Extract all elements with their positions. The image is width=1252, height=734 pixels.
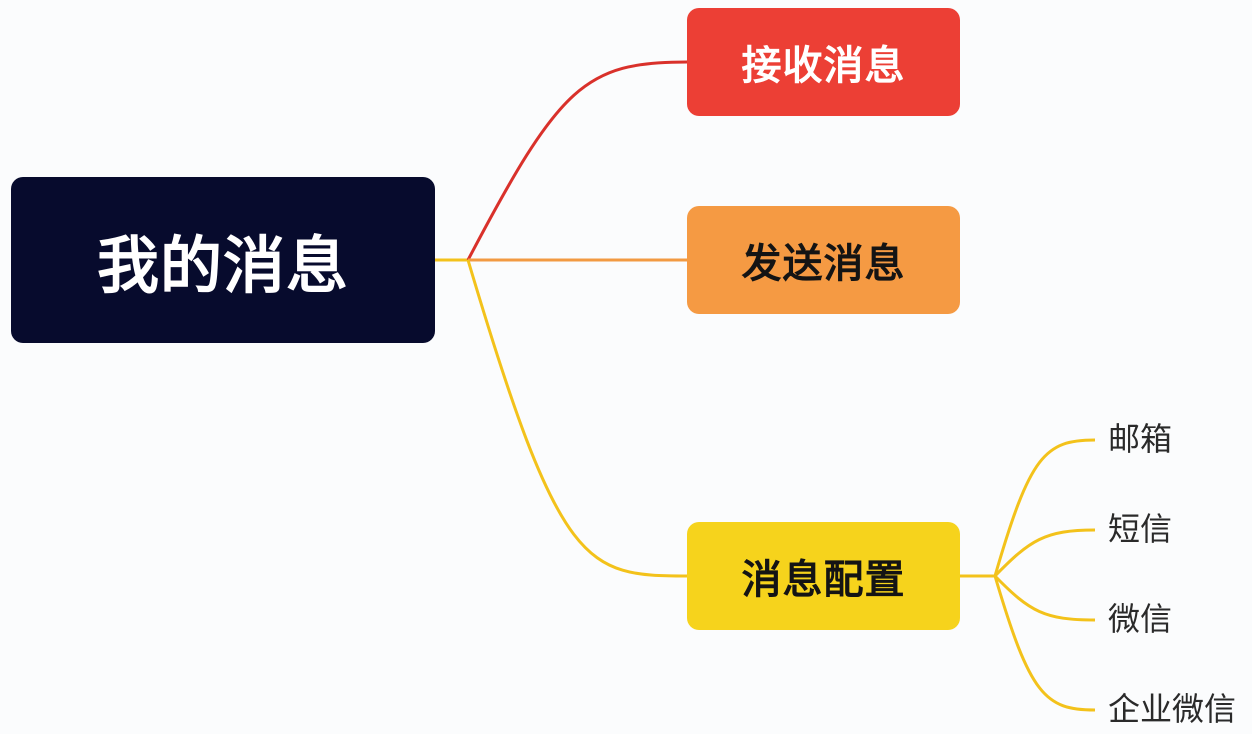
edge-wechat: [993, 574, 1096, 622]
leaf-sms: 短信: [1108, 510, 1173, 548]
root-node-label: 我的消息: [96, 229, 349, 302]
edge-email: [993, 438, 1096, 577]
root-node: 我的消息: [11, 177, 435, 343]
leaf-email: 邮箱: [1108, 420, 1173, 458]
edge-sms: [993, 528, 1096, 578]
edge-config: [466, 259, 688, 578]
branch-send-node: 发送消息: [687, 206, 960, 314]
branch-config-label: 消息配置: [741, 557, 906, 603]
edge-receive: [466, 60, 688, 261]
leaf-wecom: 企业微信: [1108, 690, 1237, 728]
edge-wecom: [993, 575, 1096, 712]
branch-receive-node: 接收消息: [687, 8, 960, 116]
branch-send-label: 发送消息: [741, 241, 906, 287]
branch-config-node: 消息配置: [687, 522, 960, 630]
branch-receive-label: 接收消息: [741, 43, 906, 89]
leaf-wechat: 微信: [1108, 600, 1173, 638]
